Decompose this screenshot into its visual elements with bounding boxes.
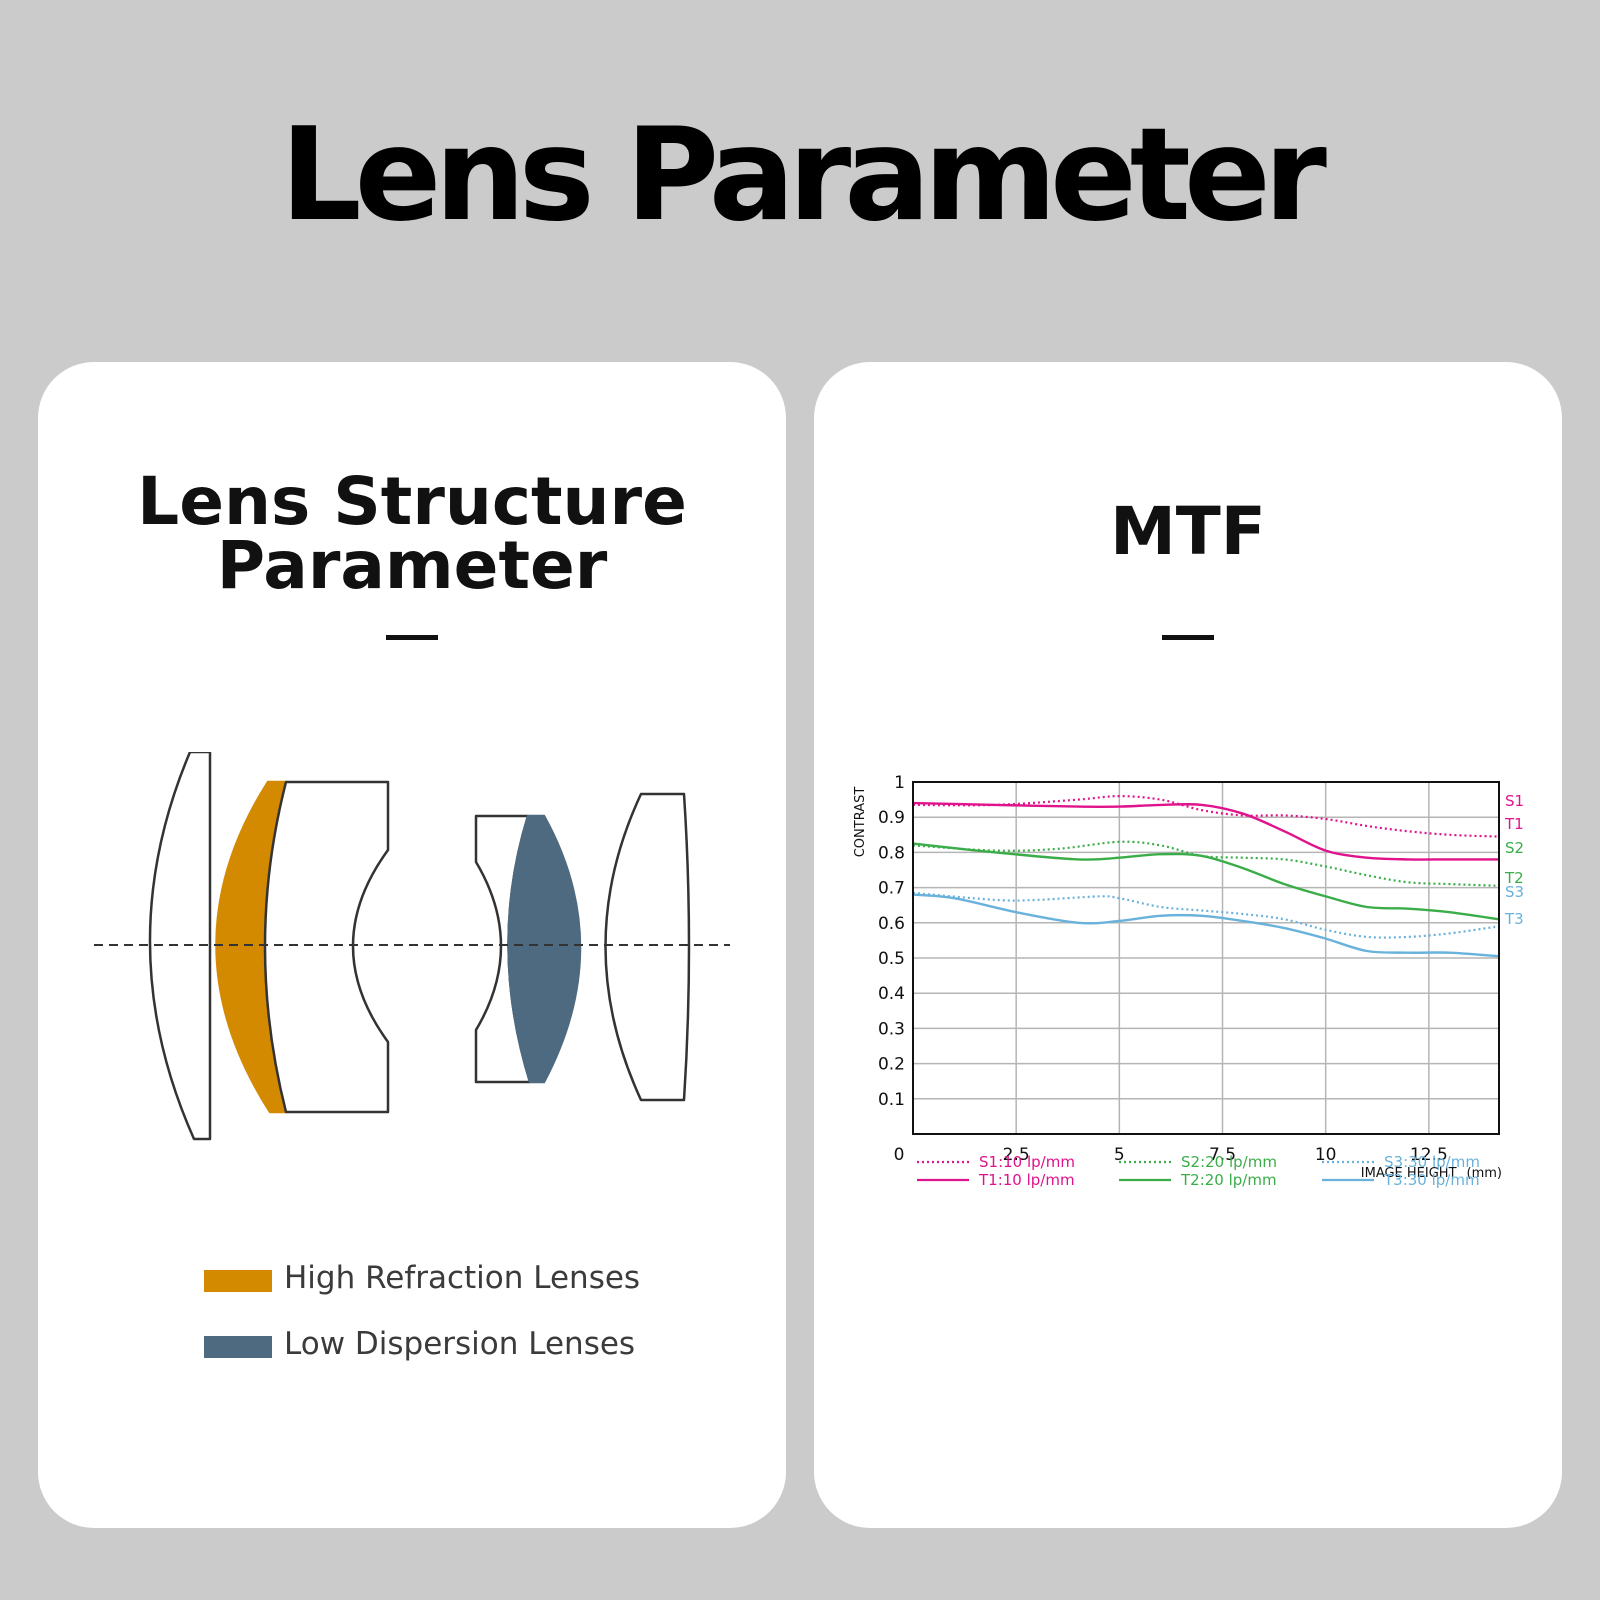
low-dispersion-swatch	[204, 1336, 272, 1358]
x-tick-label: 10	[1315, 1145, 1337, 1165]
x-axis-unit: (mm)	[1467, 1166, 1502, 1181]
legend-label-s3: S3:30 lp/mm	[1384, 1153, 1480, 1171]
lens-element-1	[148, 752, 212, 1141]
x-tick-label: 7.5	[1209, 1145, 1236, 1165]
x-tick-label: 12.5	[1410, 1145, 1448, 1165]
y-tick-label: 0.6	[878, 914, 905, 934]
legend-label-t1: T1:10 lp/mm	[978, 1171, 1075, 1189]
legend-label-t3: T3:30 lp/mm	[1383, 1171, 1480, 1189]
high-refraction-swatch	[204, 1270, 272, 1292]
lens-element-diagram	[94, 752, 730, 1141]
lens-structure-card: Lens Structure Parameter High Refraction…	[38, 362, 786, 1528]
series-end-label: T2	[1504, 869, 1524, 887]
x-axis-label-text: IMAGE HEIGHT	[1361, 1166, 1457, 1181]
series-line-t3	[912, 893, 1500, 958]
low-dispersion-lens	[507, 814, 582, 1084]
plot-frame	[912, 781, 1500, 1135]
y-tick-label: 0.3	[878, 1019, 905, 1039]
y-axis-label: CONTRAST	[853, 787, 868, 858]
legend-label-high-refraction: High Refraction Lenses	[284, 1260, 641, 1296]
mtf-chart: 0 2.5 5 7.5 10 12.5 0.1 0.2 0.3 0.4 0.5 0.6 0.7 0.8 0.…	[853, 773, 1524, 1189]
series-end-label: T3	[1504, 910, 1524, 928]
y-tick-label: 0.5	[878, 949, 905, 969]
lens-structure-title: Lens Structure Parameter	[38, 463, 786, 604]
y-tick-label: 0.4	[878, 984, 905, 1004]
series-end-label: T1	[1504, 815, 1524, 833]
x-axis-label: IMAGE HEIGHT (mm)	[1361, 1166, 1502, 1181]
series-line-t1	[912, 801, 1499, 861]
title-divider	[386, 635, 438, 640]
legend-label-s2: S2:20 lp/mm	[1181, 1153, 1277, 1171]
mtf-title-text: MTF	[1110, 493, 1266, 570]
series-end-label: S1	[1505, 792, 1524, 810]
y-tick-label: 0.7	[878, 879, 905, 899]
lens-structure-title-line1: Lens Structure	[137, 463, 687, 540]
lens-structure-title-line2: Parameter	[216, 527, 608, 604]
y-tick-label: 0.2	[878, 1055, 905, 1075]
y-tick-label: 0.1	[878, 1090, 905, 1110]
lens-element-3	[263, 780, 390, 1114]
page-title: Lens Parameter	[280, 101, 1327, 250]
legend-label-low-dispersion: Low Dispersion Lenses	[284, 1326, 636, 1362]
lens-element-6	[604, 792, 691, 1102]
x-tick-label: 5	[1114, 1145, 1125, 1165]
y-tick-label: 0.8	[878, 843, 905, 863]
y-tick-label: 0.9	[878, 808, 905, 828]
series-end-label: S3	[1505, 883, 1524, 901]
x-tick-label: 2.5	[1003, 1145, 1030, 1165]
legend-label-s1: S1:10 lp/mm	[979, 1153, 1075, 1171]
series-line-s3	[912, 891, 1500, 939]
legend-label-t2: T2:20 lp/mm	[1180, 1171, 1277, 1189]
y-tick-label: 1	[894, 773, 905, 793]
x-tick-label: 0	[894, 1145, 905, 1165]
series-line-t2	[912, 842, 1500, 921]
mtf-title: MTF	[814, 493, 1562, 570]
title-divider	[1162, 635, 1214, 640]
series-end-label: S2	[1505, 839, 1524, 857]
